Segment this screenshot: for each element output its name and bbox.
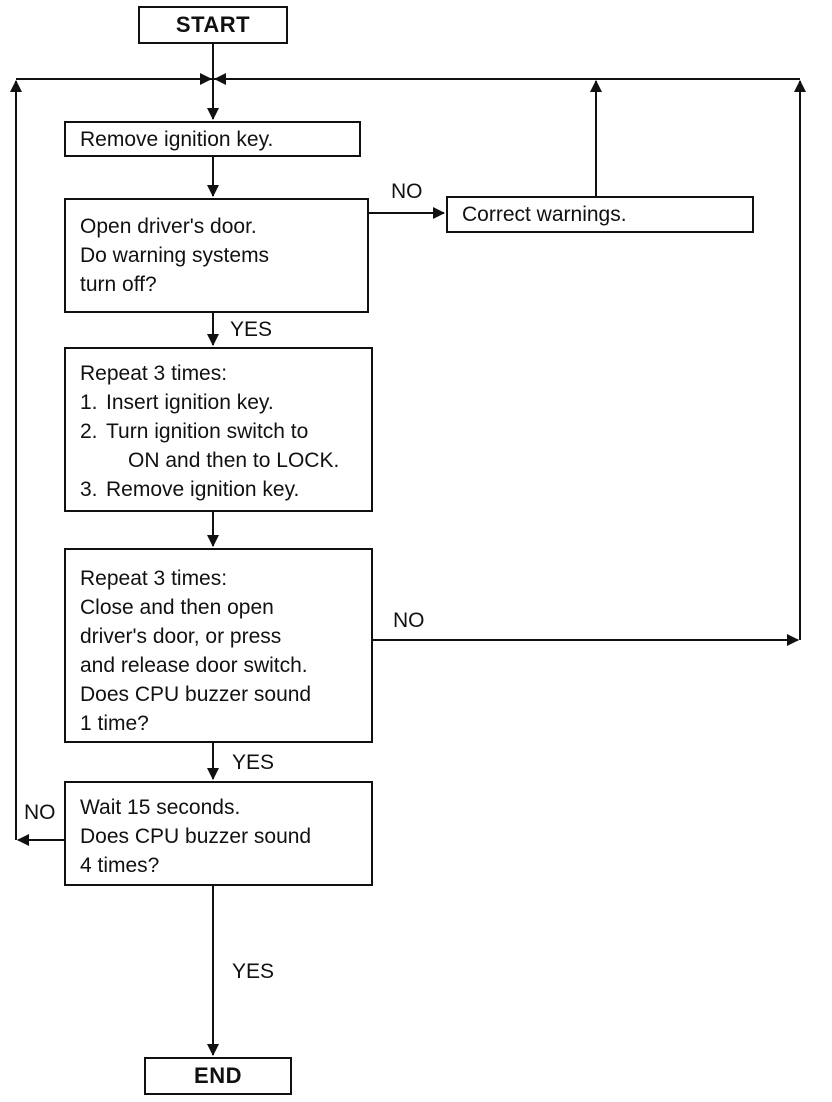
repeat-key-step: 2. Turn ignition switch to: [80, 417, 357, 446]
step-text: Turn ignition switch to: [106, 420, 309, 443]
correct-warnings-text: Correct warnings.: [462, 203, 627, 226]
door-check-line: turn off?: [80, 273, 157, 296]
step-text: Remove ignition key.: [106, 478, 300, 501]
yes-label-door: YES: [230, 318, 273, 341]
remove-key-box: Remove ignition key.: [64, 121, 361, 157]
remove-key-text: Remove ignition key.: [80, 127, 274, 151]
wait-line: 4 times?: [80, 854, 160, 877]
yes-label-repeat-door: YES: [232, 751, 275, 774]
repeat-door-line: Does CPU buzzer sound: [80, 683, 312, 706]
step-number: 1.: [80, 391, 98, 414]
no-label-wait: NO: [24, 801, 56, 825]
repeat-door-box: Repeat 3 times: Close and then open driv…: [64, 548, 373, 743]
step-continuation: ON and then to LOCK.: [128, 449, 340, 472]
no-label-door: NO: [391, 180, 423, 203]
repeat-door-line: and release door switch.: [80, 654, 308, 677]
repeat-key-step: 3. Remove ignition key.: [80, 475, 357, 504]
no-label-repeat-door: NO: [393, 609, 425, 632]
door-check-line: Open driver's door.: [80, 215, 257, 238]
door-check-line: Do warning systems: [80, 244, 270, 267]
wait-line: Does CPU buzzer sound: [80, 825, 312, 848]
start-terminal: START: [138, 6, 288, 44]
repeat-key-box: Repeat 3 times: 1. Insert ignition key. …: [64, 347, 373, 512]
wait-box: Wait 15 seconds. Does CPU buzzer sound 4…: [64, 781, 373, 886]
repeat-door-line: driver's door, or press: [80, 625, 282, 648]
repeat-door-line: Close and then open: [80, 596, 274, 619]
step-text: Insert ignition key.: [106, 391, 274, 414]
repeat-door-line: 1 time?: [80, 712, 149, 735]
wait-line: Wait 15 seconds.: [80, 796, 241, 819]
repeat-key-step: 1. Insert ignition key.: [80, 388, 357, 417]
yes-label-wait: YES: [232, 960, 275, 983]
end-terminal: END: [144, 1057, 292, 1095]
correct-warnings-box: Correct warnings.: [446, 196, 754, 233]
repeat-door-line: Repeat 3 times:: [80, 567, 228, 590]
repeat-key-heading: Repeat 3 times:: [80, 362, 228, 385]
step-number: 3.: [80, 478, 98, 501]
step-number: 2.: [80, 420, 98, 443]
door-check-box: Open driver's door. Do warning systems t…: [64, 198, 369, 313]
